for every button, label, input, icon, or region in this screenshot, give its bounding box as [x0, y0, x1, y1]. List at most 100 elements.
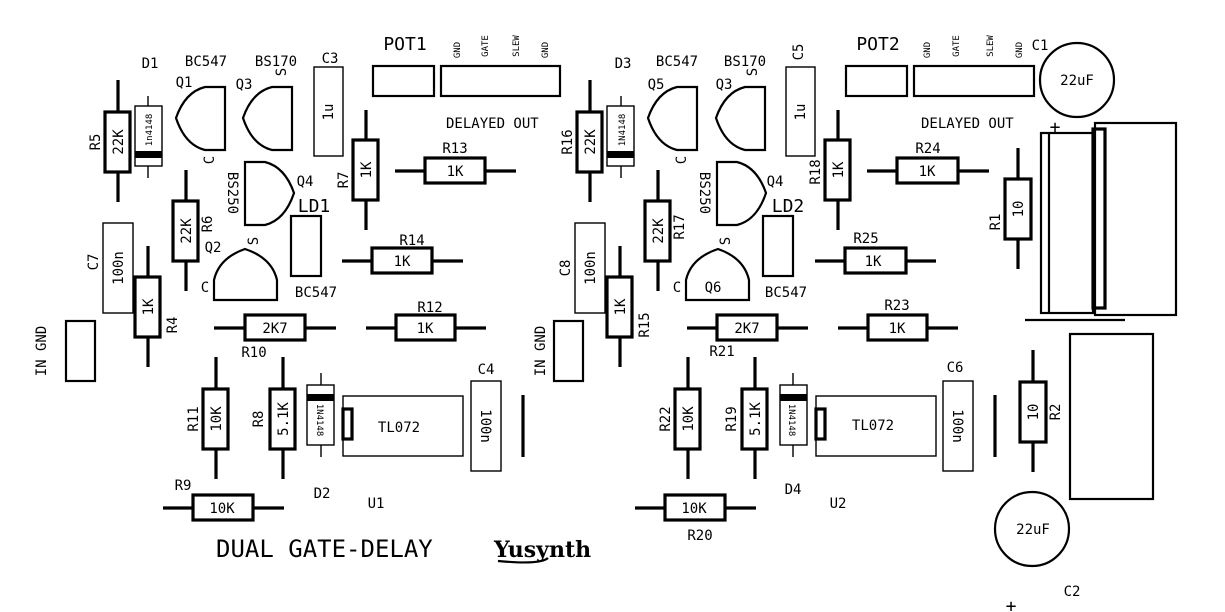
brand-text: Yusynth: [493, 537, 591, 563]
capacitor-c4: C4 100n: [470, 362, 525, 472]
r16-ref: R16: [560, 129, 576, 154]
q2-pin-s: S: [246, 237, 262, 245]
r13-value: 1K: [447, 164, 464, 180]
c4-value: 100n: [477, 409, 493, 443]
r21-value: 2K7: [734, 321, 759, 337]
q3-ch2-ref: Q3: [716, 77, 733, 93]
c8-value: 100n: [583, 251, 599, 285]
r25-ref: R25: [853, 231, 878, 247]
input-connector-1: IN GND: [34, 319, 97, 383]
r6-ref: R6: [200, 216, 216, 233]
pot2-label: POT2: [856, 34, 899, 55]
pot1-label: POT1: [383, 34, 426, 55]
c6-ref: C6: [947, 360, 964, 376]
resistor-r7: 1K R7: [336, 110, 380, 230]
resistor-r14: R14 1K: [342, 233, 463, 275]
capacitor-c8: 100n C8: [558, 222, 606, 314]
r13-ref: R13: [442, 141, 467, 157]
resistor-r22: 10K R22: [658, 357, 702, 479]
resistor-r8: 5.1K R8: [251, 357, 297, 479]
header-1: GND GATE SLEW GND: [439, 35, 562, 98]
input-connector-2: IN GND: [533, 319, 585, 383]
q4-type: BS250: [224, 172, 240, 214]
resistor-r9: R9 10K: [163, 478, 284, 522]
capacitor-c7: 100n C7: [86, 222, 134, 314]
pot1-connector: POT1: [371, 34, 436, 98]
resistor-r4: 1K R4: [133, 246, 181, 367]
d1-value: 1n4148: [145, 114, 155, 147]
transistor-q4-ch2: BS250 Q4: [696, 160, 783, 227]
r7-ref: R7: [336, 172, 352, 189]
resistor-r24: R24 1K: [867, 141, 989, 185]
q3-ch2-pin: S: [745, 68, 761, 76]
c7-ref: C7: [86, 254, 102, 271]
resistor-r10: 2K7 R10: [214, 313, 336, 361]
q4-ref: Q4: [297, 174, 314, 190]
r19-value: 5.1K: [748, 402, 764, 436]
resistor-r23: R23 1K: [838, 298, 958, 342]
r4-value: 1K: [141, 298, 157, 315]
resistor-r15: 1K R15: [605, 246, 653, 367]
r22-value: 10K: [681, 406, 697, 432]
transistor-q2: Q2 S C BC547: [201, 237, 337, 302]
q5-type: BC547: [656, 54, 698, 70]
delayed-out-1-label: DELAYED OUT: [446, 116, 539, 132]
r20-ref: R20: [687, 528, 712, 544]
resistor-r16: 22K R16: [560, 80, 604, 202]
ic-u1: TL072 U1: [341, 395, 464, 512]
capacitor-c3: C3 1u: [313, 51, 344, 157]
diode-d1: 1n4148 D1: [134, 56, 163, 178]
ld2-label: LD2: [772, 196, 805, 217]
c8-ref: C8: [558, 260, 574, 277]
c1-value: 22uF: [1060, 73, 1094, 89]
r24-value: 1K: [919, 164, 936, 180]
r1-value: 10: [1011, 201, 1027, 218]
transistor-q1: BC547 Q1 C: [174, 54, 227, 164]
transistor-q6: S Q6 C BC547: [673, 237, 807, 302]
q1-ref: Q1: [176, 75, 193, 91]
q3-ch2-type: BS170: [724, 54, 766, 70]
header1-pin-gnd: GND: [453, 42, 463, 58]
c4-ref: C4: [478, 362, 495, 378]
r23-ref: R23: [884, 298, 909, 314]
r12-ref: R12: [417, 300, 442, 316]
d2-ref: D2: [314, 486, 331, 502]
r11-value: 10K: [209, 406, 225, 432]
q3-pin: S: [274, 68, 290, 76]
r8-ref: R8: [251, 411, 267, 428]
r15-value: 1K: [613, 298, 629, 315]
r22-ref: R22: [658, 406, 674, 431]
d1-ref: D1: [142, 56, 159, 72]
resistor-r12: R12 1K: [366, 300, 486, 342]
capacitor-c6: C6 100n: [942, 360, 997, 472]
delayed-out-2-label: DELAYED OUT: [921, 116, 1014, 132]
led-ld2: LD2: [761, 196, 805, 278]
d4-ref: D4: [785, 482, 802, 498]
header1-pin-gnd2: GND: [541, 42, 551, 58]
resistor-r25: R25 1K: [815, 231, 936, 275]
yusynth-logo: Yusynth: [493, 537, 591, 564]
in-gnd-1-label: IN GND: [34, 326, 50, 377]
header2-pin-gnd2: GND: [1015, 42, 1025, 58]
c2-plus-sign: +: [1006, 596, 1017, 612]
diode-d3: 1N4148 D3: [606, 56, 635, 178]
q4-ch2-type: BS250: [696, 172, 712, 214]
resistor-r21: 2K7 R21: [687, 313, 808, 360]
r10-ref: R10: [241, 345, 266, 361]
r5-ref: R5: [88, 134, 104, 151]
r24-ref: R24: [915, 141, 940, 157]
r15-ref: R15: [637, 312, 653, 337]
q6-pin-c: C: [673, 280, 681, 296]
r19-ref: R19: [724, 406, 740, 431]
r20-value: 10K: [681, 501, 707, 517]
diode-d2: 1N4148 D2: [306, 373, 335, 502]
q6-type: BC547: [765, 285, 807, 301]
resistor-r2: 10 R2: [1018, 350, 1064, 472]
r1-ref: R1: [988, 214, 1004, 231]
in-gnd-2-label: IN GND: [533, 326, 549, 377]
r14-value: 1K: [394, 254, 411, 270]
led-ld1: LD1: [289, 196, 330, 278]
pot2-connector: POT2: [844, 34, 909, 98]
q1-type: BC547: [185, 54, 227, 70]
r17-value: 22K: [651, 218, 667, 244]
